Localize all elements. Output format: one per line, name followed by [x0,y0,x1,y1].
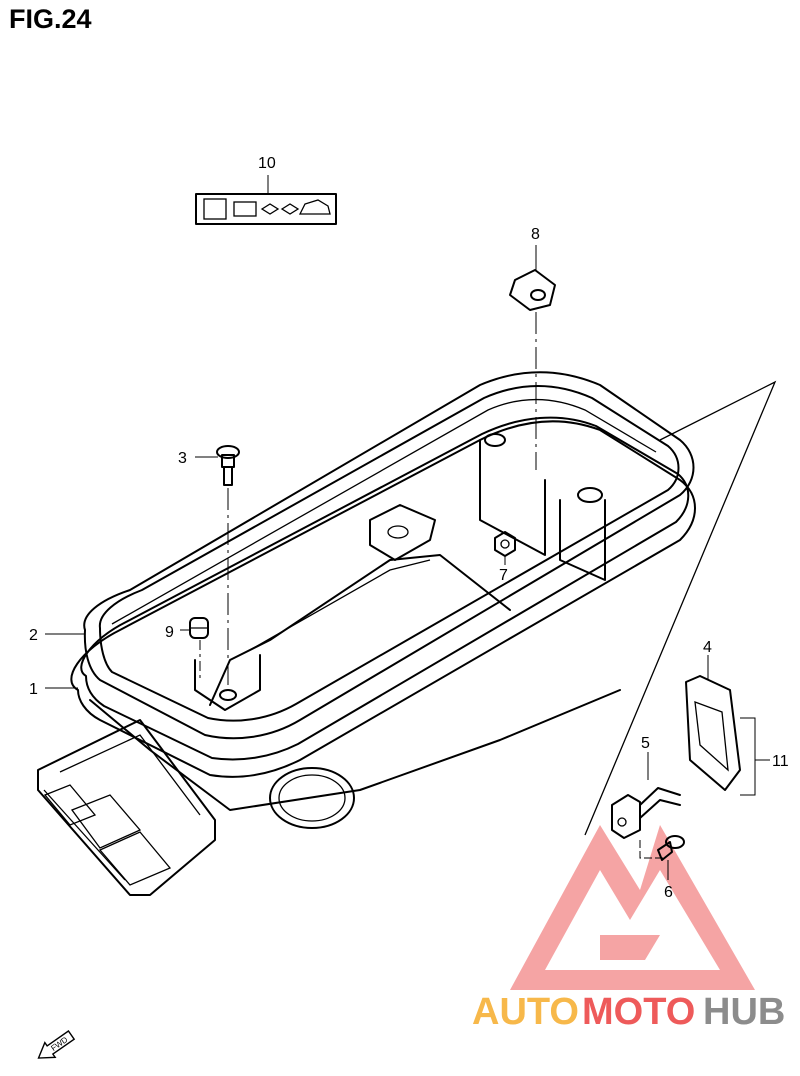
callout-3: 3 [178,450,187,467]
watermark-part2: MOTO [582,991,695,1033]
watermark-text: AUTO MOTO HUB [472,991,785,1033]
callout-5: 5 [641,735,650,752]
watermark-part1: AUTO [472,991,579,1033]
figure-title: FIG.24 [9,4,92,34]
nut-part-7 [494,531,516,557]
bolt-part-3 [216,445,240,486]
lower-cover-rim [83,371,695,740]
leader-lines [45,175,770,880]
callout-6: 6 [664,884,673,901]
screw-part-6 [657,835,685,861]
callout-2: 2 [29,627,38,644]
callout-1: 1 [29,681,38,698]
handle-part-4 [685,675,741,791]
detail-boundary [584,380,777,836]
grommet-part-9 [189,617,209,639]
watermark-logo-icon [510,825,755,990]
seal-ring-outer [70,416,696,778]
watermark-part3: HUB [703,991,785,1033]
cap-part-8 [509,269,556,311]
callout-10: 10 [258,155,276,172]
clip-part-5 [611,787,681,839]
callout-4: 4 [703,639,712,656]
label-plate-part-10 [195,193,337,225]
callout-8: 8 [531,226,540,243]
callout-11: 11 [772,753,789,770]
lower-cover-body [37,689,621,896]
fwd-arrow-icon: FWD [37,1030,76,1059]
callout-9: 9 [165,624,174,641]
callout-7: 7 [499,567,508,584]
callout-labels: 10 8 3 9 2 1 7 4 5 11 6 [29,155,789,901]
